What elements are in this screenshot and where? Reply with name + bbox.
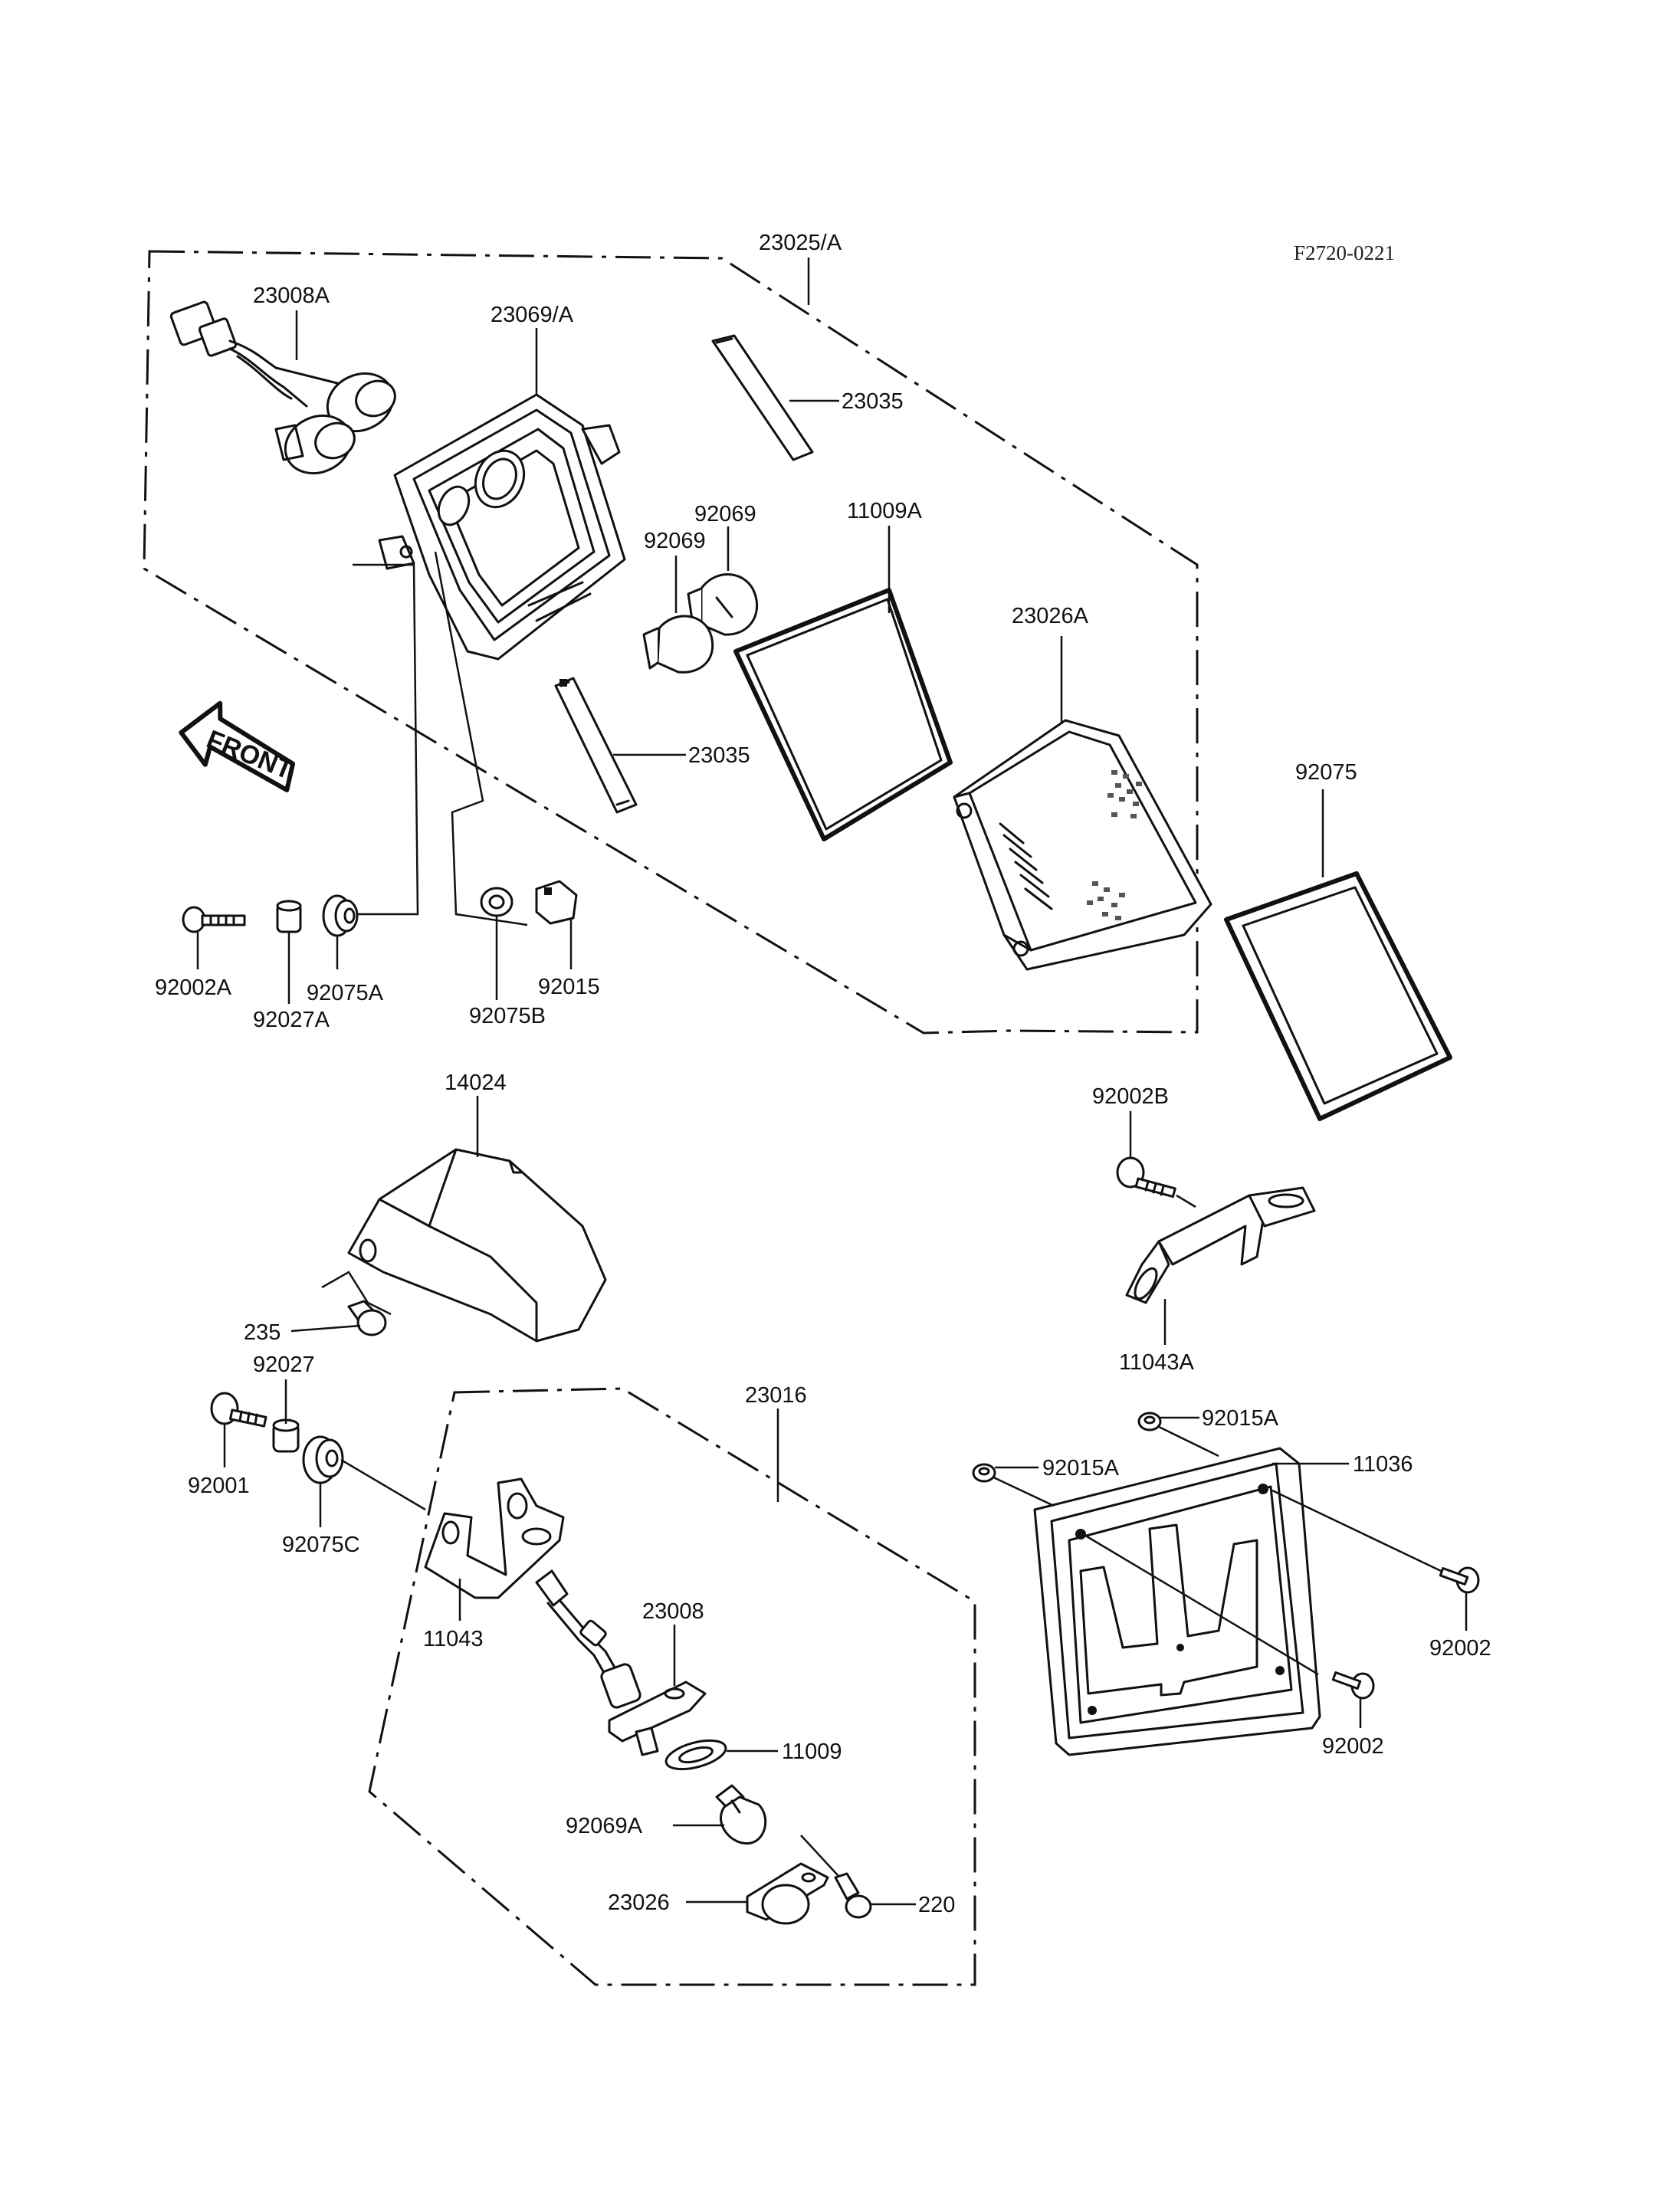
part-label-23008: 23008 [642, 1599, 704, 1624]
bracket-23035-top [711, 334, 814, 461]
socket-23008 [535, 1569, 707, 1756]
license-light-assembly-boundary [368, 1387, 976, 1986]
gasket-11009 [664, 1739, 727, 1771]
leader-92002-bottom-path [1086, 1535, 1319, 1676]
leader-92015a-top-path [1155, 1424, 1219, 1458]
leader-92015a-left-path [988, 1474, 1055, 1507]
gasket-11009a [733, 588, 953, 841]
grommet-92075a [322, 894, 359, 937]
part-label-92002-bottom: 92002 [1322, 1734, 1384, 1759]
part-label-92002b: 92002B [1092, 1084, 1169, 1109]
part-label-23025a: 23025/A [759, 231, 842, 255]
part-label-92075: 92075 [1295, 760, 1357, 785]
wiring-harness-23008a [169, 300, 396, 475]
lens-23026 [746, 1862, 829, 1925]
bracket-11043a [1125, 1186, 1316, 1304]
cover-14024 [347, 1148, 607, 1343]
leader-92075c-to-bracket [340, 1458, 426, 1511]
figure-code: F2720-0221 [1294, 241, 1395, 264]
part-label-14024: 14024 [445, 1071, 507, 1095]
leader-235-path [321, 1271, 392, 1316]
part-label-11043a: 11043A [1119, 1350, 1194, 1375]
bracket-23035-bottom [554, 677, 638, 814]
part-label-11009: 11009 [782, 1740, 842, 1764]
license-plate-bracket-11036 [1033, 1447, 1321, 1756]
bulb-92069a [715, 1784, 767, 1844]
grommet-92075c [302, 1435, 344, 1484]
nut-92015a-top [1137, 1412, 1162, 1431]
leader-92075a [353, 563, 419, 916]
part-label-23035-top: 23035 [842, 389, 904, 414]
nut-92015a-left [972, 1463, 996, 1483]
part-label-92069a: 92069A [566, 1814, 643, 1838]
part-label-11009a: 11009A [847, 499, 922, 523]
leader-92002b-bolt [1176, 1194, 1196, 1208]
leader-92075b [434, 551, 528, 926]
nut-92015 [535, 880, 578, 925]
gasket-92075 [1224, 871, 1452, 1121]
part-label-92075b: 92075B [469, 1004, 546, 1028]
leader-235 [290, 1324, 361, 1333]
part-label-92075c: 92075C [282, 1533, 360, 1557]
part-label-92002-right: 92002 [1429, 1636, 1491, 1661]
bracket-11043 [424, 1477, 565, 1599]
bolt-92002-bottom [1331, 1671, 1375, 1700]
part-label-220: 220 [918, 1893, 955, 1917]
part-label-23008a: 23008A [253, 284, 330, 308]
bolt-92002-right [1439, 1566, 1480, 1594]
part-label-92015a-left: 92015A [1042, 1456, 1120, 1481]
bolt-92002b [1116, 1156, 1176, 1199]
part-label-92002a: 92002A [155, 976, 232, 1000]
spacer-92027 [272, 1418, 300, 1453]
part-label-92001: 92001 [188, 1474, 250, 1498]
part-label-92027a: 92027A [253, 1008, 330, 1032]
lamp-housing-23069a [378, 393, 626, 661]
bulb-92069-lower [642, 615, 714, 674]
tail-light-assembly-boundary [143, 250, 1199, 1035]
part-label-23069a: 23069/A [491, 303, 574, 327]
part-label-11043: 11043 [423, 1627, 484, 1651]
part-label-92015: 92015 [538, 975, 600, 999]
lens-23026a [953, 719, 1212, 971]
part-label-92069-b: 92069 [644, 529, 706, 553]
part-label-23016: 23016 [745, 1383, 807, 1408]
part-label-23026a: 23026A [1012, 604, 1089, 628]
part-label-23035-bottom: 23035 [688, 743, 750, 768]
screw-235 [347, 1300, 387, 1336]
part-label-92027: 92027 [253, 1353, 315, 1377]
spacer-92027a [276, 900, 302, 933]
screw-220 [834, 1872, 872, 1919]
part-label-235: 235 [244, 1320, 281, 1345]
leader-92002-right-path [1271, 1489, 1442, 1572]
part-label-92075a: 92075A [307, 981, 384, 1005]
bolt-92002a [182, 906, 246, 933]
part-label-11036: 11036 [1353, 1452, 1413, 1477]
part-label-92069-a: 92069 [694, 502, 756, 526]
part-label-92015a-top: 92015A [1202, 1406, 1279, 1431]
grommet-92075b [480, 887, 514, 917]
part-label-23026: 23026 [608, 1890, 670, 1915]
